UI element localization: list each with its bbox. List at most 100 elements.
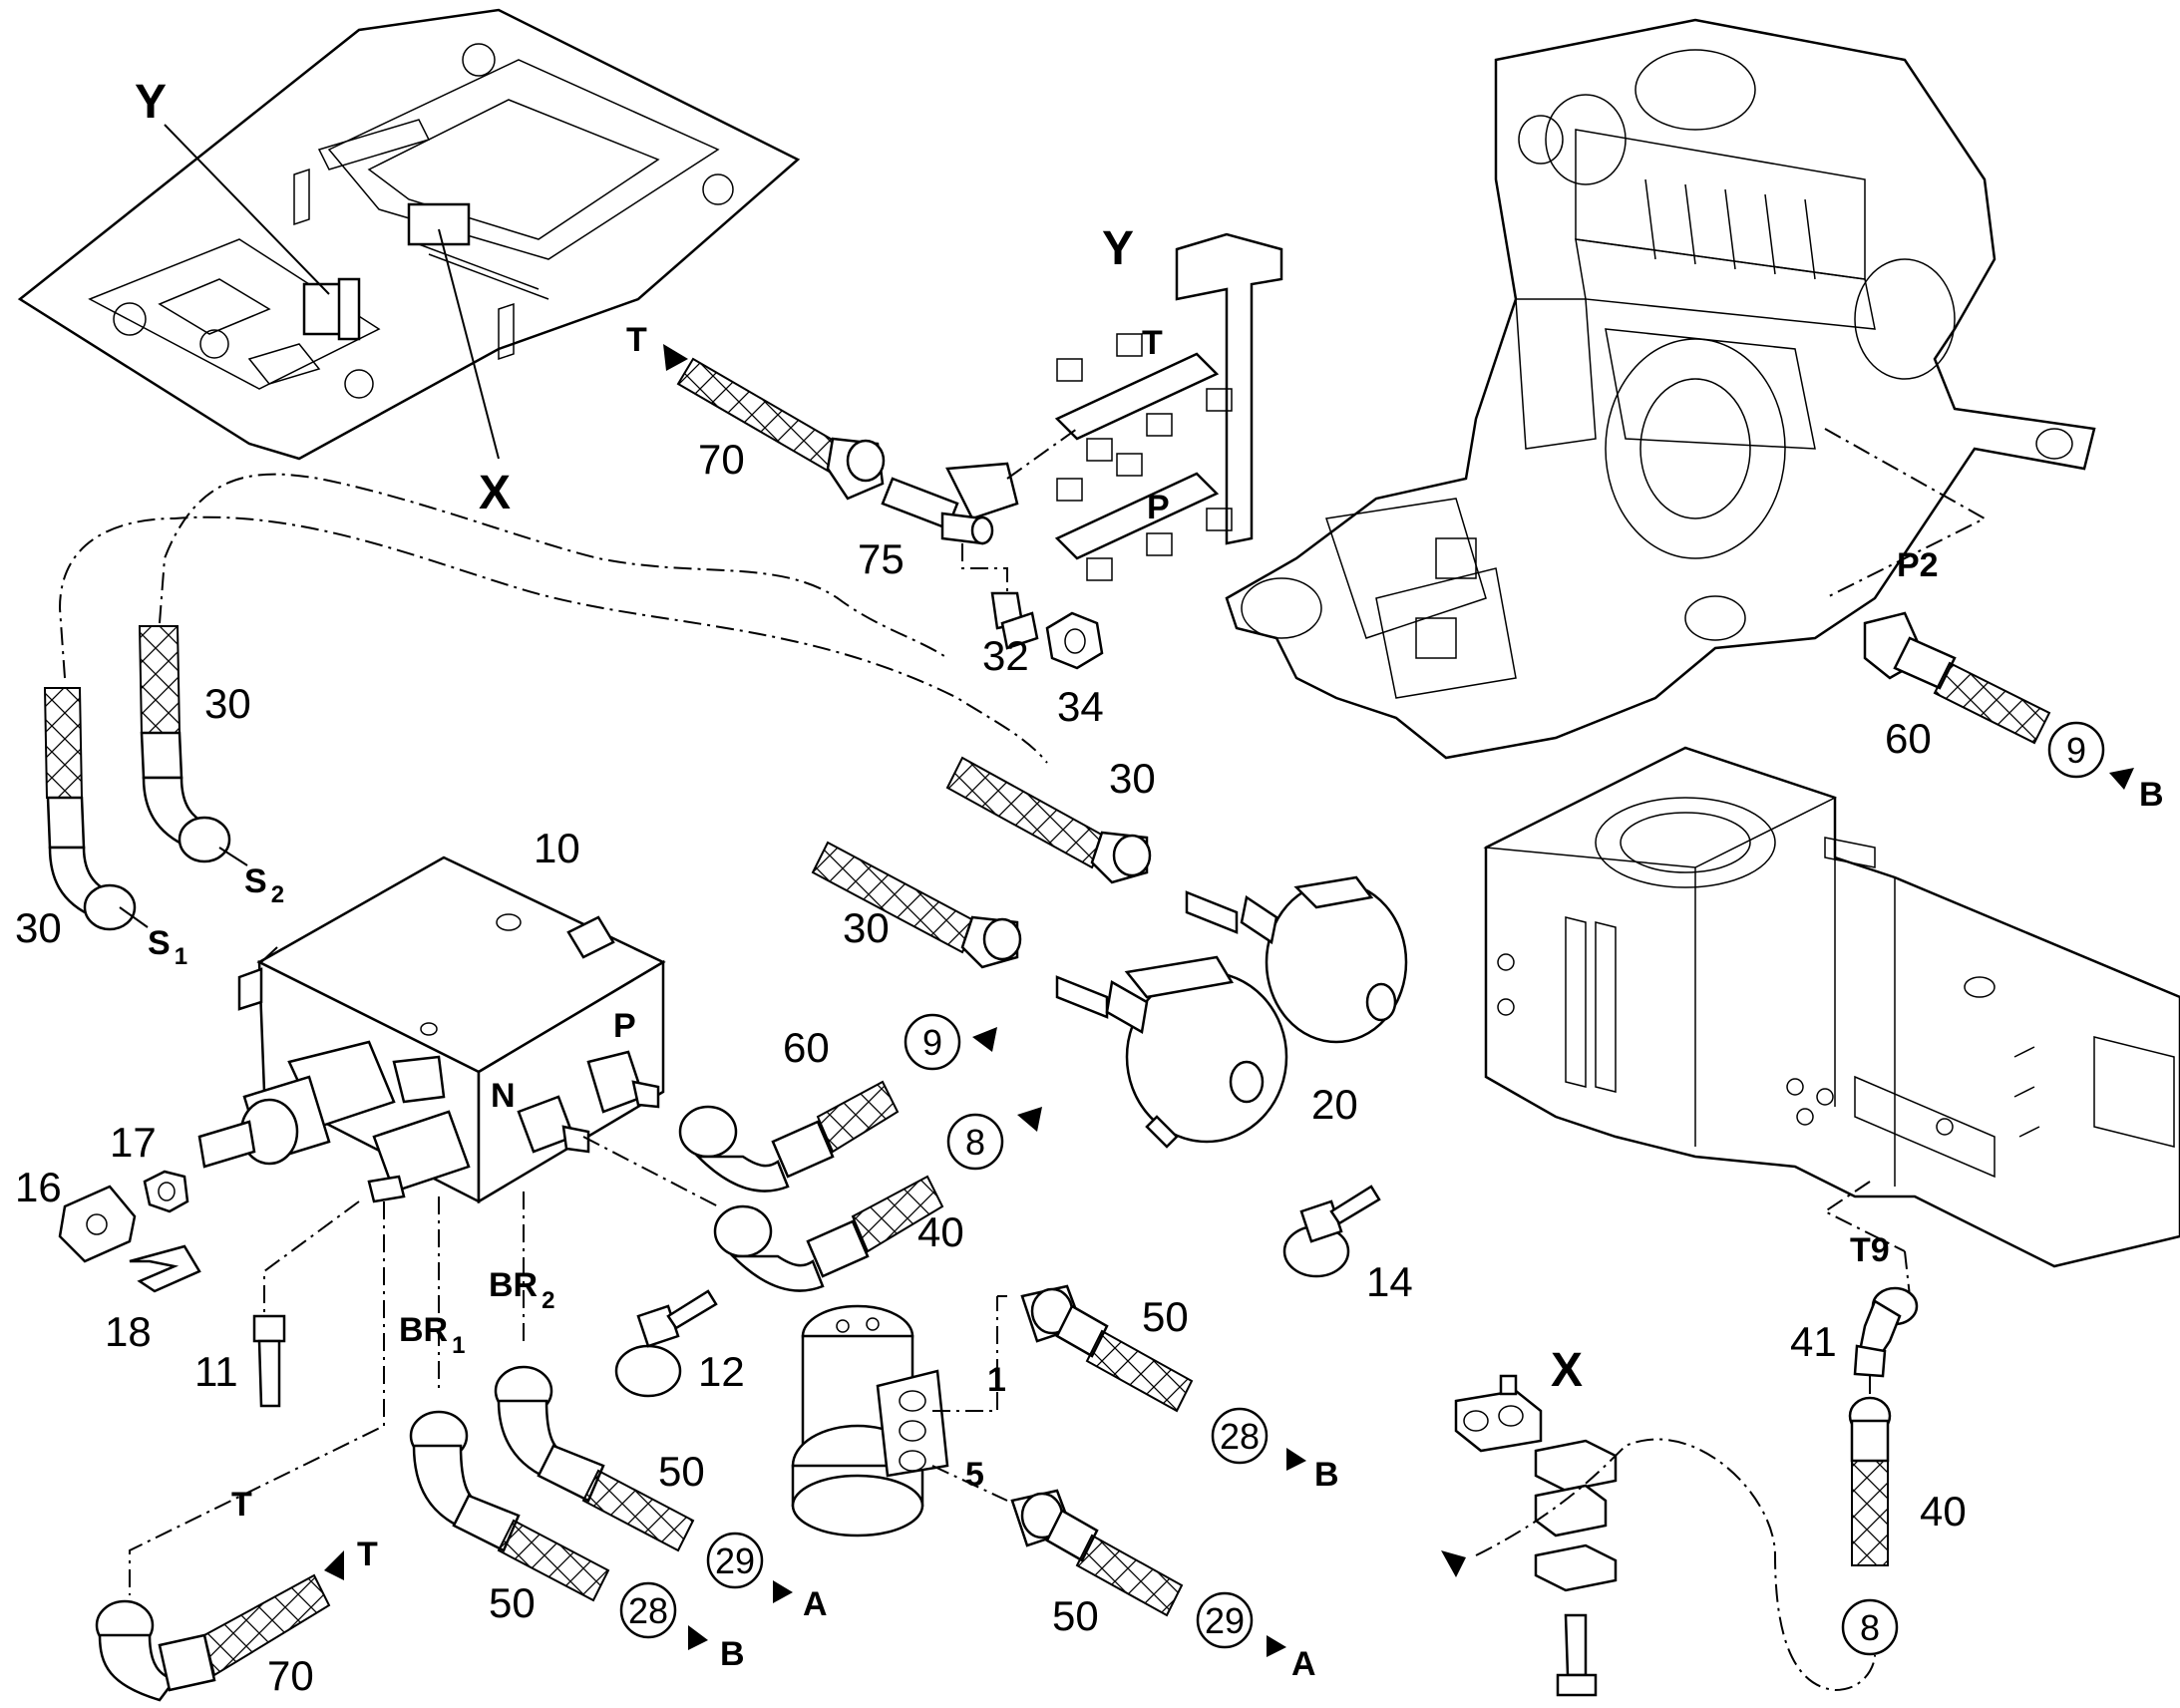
fitting-32 <box>990 591 1039 650</box>
label-20: 20 <box>1311 1081 1358 1128</box>
callout-8-right: 8 <box>1841 1598 1899 1656</box>
arrow-a-center <box>1267 1635 1286 1657</box>
hose-30-left-b <box>138 625 231 863</box>
label-60-right: 60 <box>1885 715 1932 762</box>
manifold-bracket-y <box>1054 232 1283 581</box>
callout-8-mid: 8 <box>946 1113 1004 1171</box>
plate-component-y <box>302 277 361 341</box>
arrow-t-top <box>663 344 688 371</box>
hose-70-top <box>676 357 886 501</box>
clamp-12 <box>614 1289 718 1398</box>
clevis-16 <box>58 1185 137 1263</box>
label-manifold-p: P <box>1147 489 1170 526</box>
svg-text:29: 29 <box>1205 1600 1245 1641</box>
chassis-frame <box>1483 746 2180 1268</box>
hose-40-right <box>1848 1396 1892 1566</box>
hose-50-port1 <box>1020 1284 1194 1413</box>
brake-valve <box>791 1304 949 1537</box>
elbow-fitting-41 <box>1853 1286 1919 1378</box>
label-50-b: 50 <box>658 1448 705 1495</box>
label-40-right: 40 <box>1920 1488 1967 1535</box>
label-t9: T9 <box>1850 1231 1890 1269</box>
callout-29-right: 29 <box>1196 1591 1254 1649</box>
label-b-left: B <box>720 1635 745 1673</box>
label-a-left: A <box>803 1585 828 1623</box>
accumulator-20-front <box>1055 955 1288 1149</box>
label-30-d: 30 <box>843 904 890 951</box>
label-18: 18 <box>105 1308 152 1355</box>
label-40-mid: 40 <box>917 1208 964 1255</box>
label-32: 32 <box>982 632 1029 679</box>
label-mark-5: 5 <box>965 1456 984 1494</box>
label-port-p: P <box>613 1007 636 1045</box>
label-manifold-t: T <box>1142 324 1163 362</box>
hose-30-left-a <box>43 687 137 931</box>
label-t-bottom-arrow: T <box>357 1536 378 1573</box>
hose-route-inner <box>159 473 948 659</box>
label-14: 14 <box>1366 1258 1413 1305</box>
leader-y <box>164 124 330 295</box>
label-t-bottom: T <box>231 1486 252 1524</box>
label-y-top: Y <box>135 76 167 129</box>
label-b-center: B <box>1314 1456 1339 1494</box>
label-t-top: T <box>626 321 647 359</box>
label-x-top: X <box>479 467 511 519</box>
hose-50-br1 <box>409 1410 610 1602</box>
label-30-b: 30 <box>204 680 251 727</box>
accumulator-20-rear <box>1185 875 1408 1044</box>
label-50-a: 50 <box>489 1579 536 1626</box>
label-70-bottom: 70 <box>267 1652 314 1699</box>
callout-29-left: 29 <box>706 1532 764 1589</box>
nut-17 <box>143 1170 189 1213</box>
hose-50-port5 <box>1010 1489 1184 1617</box>
clip-18 <box>129 1244 201 1293</box>
label-34: 34 <box>1057 683 1104 730</box>
label-12: 12 <box>698 1348 745 1395</box>
leader-x <box>438 228 500 460</box>
label-30-a: 30 <box>15 904 62 951</box>
hose-60-right <box>1863 611 2051 745</box>
arrow-x-detail <box>1441 1550 1466 1577</box>
label-60-mid: 60 <box>783 1024 830 1071</box>
svg-text:9: 9 <box>922 1022 942 1063</box>
label-10: 10 <box>534 825 580 871</box>
clamp-stack-x <box>1454 1374 1618 1697</box>
arrow-b-right <box>2109 768 2134 790</box>
label-11: 11 <box>194 1348 238 1395</box>
svg-text:28: 28 <box>1220 1416 1260 1457</box>
callout-28-left: 28 <box>619 1581 677 1639</box>
label-75: 75 <box>858 535 905 582</box>
label-41: 41 <box>1790 1318 1837 1365</box>
arrow-b-center <box>1286 1448 1306 1471</box>
label-x-detail: X <box>1551 1344 1583 1397</box>
bolt-11 <box>252 1314 286 1408</box>
hose-70-bottom <box>95 1573 331 1702</box>
label-b-right: B <box>2139 776 2164 814</box>
label-16: 16 <box>15 1164 62 1210</box>
plate-component-x <box>407 202 549 300</box>
label-30-c: 30 <box>1109 755 1156 802</box>
hose-50-br2 <box>494 1365 695 1552</box>
svg-text:8: 8 <box>965 1122 985 1163</box>
label-50-d: 50 <box>1052 1592 1099 1639</box>
svg-text:9: 9 <box>2066 730 2086 771</box>
arrow-9-mid <box>972 1027 997 1052</box>
arrow-b-left <box>688 1625 708 1650</box>
fitting-port-p <box>586 1050 660 1114</box>
svg-text:8: 8 <box>1860 1607 1880 1648</box>
nut-34 <box>1045 611 1104 670</box>
callout-9-right: 9 <box>2047 721 2105 779</box>
callout-9-mid: 9 <box>904 1013 961 1071</box>
fitting-port-n <box>517 1095 590 1154</box>
label-17: 17 <box>110 1119 157 1166</box>
svg-text:28: 28 <box>628 1590 668 1631</box>
engine-assembly <box>1225 18 2096 760</box>
hose-30-lower <box>811 841 1022 969</box>
label-p2: P2 <box>1897 546 1939 584</box>
hose-40-mid <box>713 1175 944 1292</box>
